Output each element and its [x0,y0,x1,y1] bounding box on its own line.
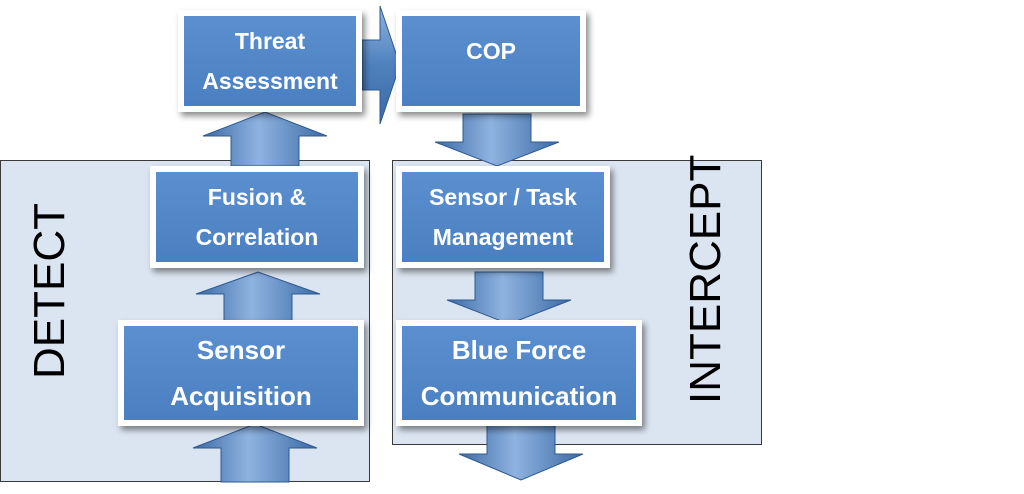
fusion-line-2: Correlation [195,224,319,250]
arrow-sensor-to-fusion [195,271,321,325]
arrow-sensor-task-to-blue-force [446,271,572,325]
sensor-task-line-1: Sensor / Task [429,184,577,210]
sensor-acq-line-2: Acquisition [170,381,312,411]
sensor-task-line-2: Management [432,224,574,250]
cop-box: COP [396,10,586,112]
arrow-input-up [192,423,318,483]
blue-force-line-2: Communication [420,381,618,411]
sensor-task-management-box: Sensor / Task Management [396,166,610,268]
blue-force-communication-box: Blue Force Communication [396,320,642,426]
threat-assessment-box: Threat Assessment [178,10,362,112]
blue-force-line-1: Blue Force [451,335,587,365]
arrow-cop-to-sensor-task [434,113,560,167]
threat-line-1: Threat [234,28,306,54]
arrow-threat-to-cop [361,5,401,125]
arrow-output-down [458,423,584,481]
sensor-acq-line-1: Sensor [196,335,286,365]
fusion-correlation-box: Fusion & Correlation [150,166,364,268]
cop-label: COP [466,38,516,64]
intercept-label: INTERCEPT [681,154,730,404]
arrow-fusion-to-threat [202,111,328,167]
sensor-acquisition-box: Sensor Acquisition [118,320,364,426]
threat-line-2: Assessment [202,68,338,94]
detect-label: DETECT [25,203,74,379]
fusion-line-1: Fusion & [207,184,307,210]
